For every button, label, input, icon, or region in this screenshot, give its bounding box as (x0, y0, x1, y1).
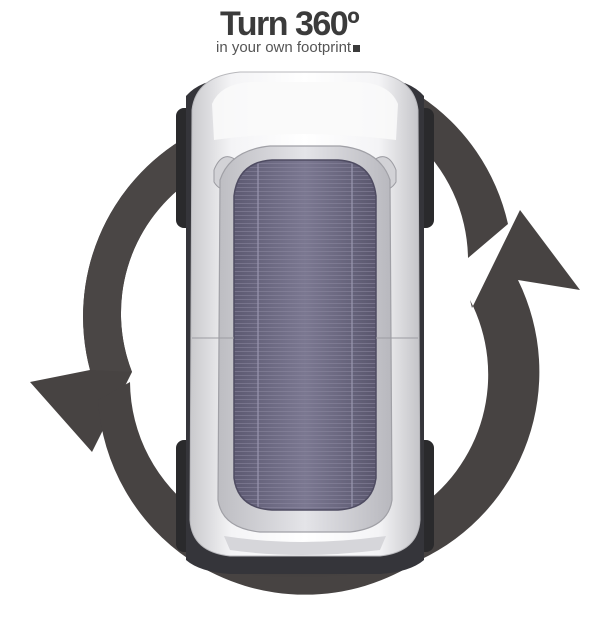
headline-title: Turn 360º (220, 5, 360, 43)
headline-subtitle: in your own footprint (216, 39, 361, 57)
headline: Turn 360º in your own footprint (216, 4, 416, 60)
vehicle-top-view-icon (176, 71, 434, 574)
rear-bumper (224, 536, 386, 555)
solar-roof-panel-icon (233, 159, 377, 511)
headline-subtitle-text: in your own footprint (216, 39, 352, 56)
hood (212, 82, 398, 140)
rotation-arrow-left-icon (30, 136, 188, 452)
square-bullet-icon (353, 45, 361, 52)
rotation-arrow-right-icon (412, 96, 580, 560)
